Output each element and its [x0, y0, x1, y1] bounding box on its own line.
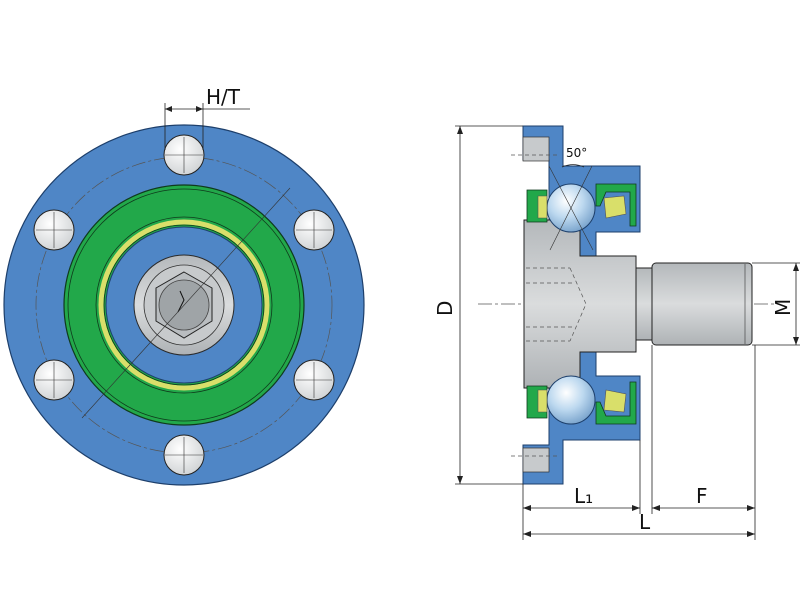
label-d: D [433, 301, 457, 316]
bolt-bottom-left [33, 359, 75, 401]
diagonal-center-line [81, 187, 291, 419]
dim-d: D [433, 125, 523, 485]
front-view: H/T [3, 85, 365, 486]
seal-ring-edge [67, 188, 301, 422]
seal-bottom-left-yellow [537, 389, 548, 413]
dim-m: M [752, 262, 800, 346]
bolt-top [163, 134, 205, 176]
seal-ring-inner-edge [95, 216, 273, 394]
seal-bottom-right-yellow [603, 389, 627, 413]
contact-angle: 50° [548, 146, 594, 251]
dim-lengths: L₁ F L [522, 345, 756, 540]
seal-top-right [595, 183, 637, 227]
inner-ring-yellow [98, 219, 270, 391]
stud-neck [635, 267, 653, 341]
label-ht: H/T [206, 85, 241, 109]
stud-thread [651, 262, 753, 346]
flange-bolt-hole-bottom [522, 447, 550, 473]
label-m: M [771, 299, 795, 316]
label-angle: 50° [566, 146, 587, 160]
bolt-bottom [163, 434, 205, 476]
inner-body [523, 219, 637, 389]
label-f: F [696, 484, 708, 508]
ball-bottom [546, 375, 596, 425]
label-l: L [639, 510, 651, 534]
seal-top-left-yellow [537, 195, 548, 219]
socket-tip [569, 267, 587, 342]
seal-top-right-yellow [603, 195, 627, 219]
side-view: 50° D M L₁ [433, 125, 800, 540]
flange-bolt-hole-top [522, 136, 550, 162]
bolt-bottom-right [293, 359, 335, 401]
socket-mark [177, 290, 185, 313]
label-l1: L₁ [574, 484, 593, 508]
bolt-top-left [33, 209, 75, 251]
dim-ht: H/T [164, 85, 250, 150]
bolt-top-right [293, 209, 335, 251]
seal-bottom-right [595, 381, 637, 425]
